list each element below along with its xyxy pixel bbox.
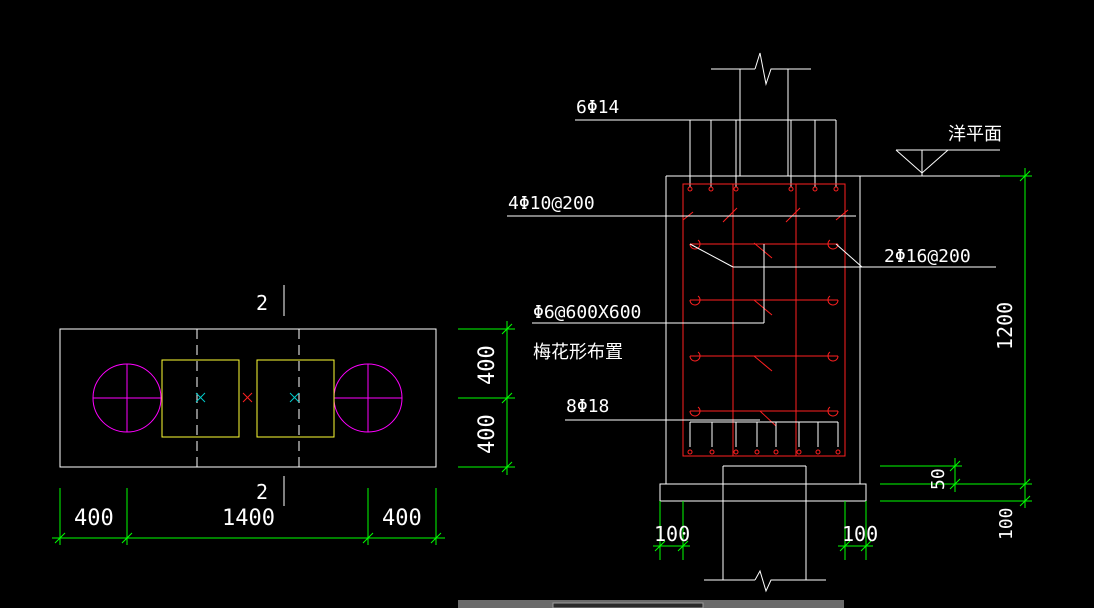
section-marker-bottom: 2 <box>256 480 268 504</box>
column-stub-bottom <box>704 465 826 593</box>
pile-right <box>333 363 403 433</box>
plan-dim-400-left: 400 <box>74 506 114 531</box>
column-stub-top <box>711 52 811 176</box>
bottom-bar-drops <box>689 421 839 447</box>
plan-view: 2 2 400 1400 400 400 400 <box>52 285 515 545</box>
label-bottom-bars: 8Φ18 <box>566 396 609 417</box>
pile-left <box>92 363 162 433</box>
plan-dim-400-upper: 400 <box>475 345 500 385</box>
dim-base-offset: 100 <box>996 507 1017 540</box>
column-left <box>161 359 240 438</box>
label-stirrups: 4Φ10@200 <box>508 193 595 214</box>
top-starter-bars <box>689 119 837 187</box>
dim-right-step: 100 <box>842 522 878 546</box>
section-dim-vertical <box>880 168 1032 508</box>
label-ground-level: 洋平面 <box>948 124 1002 145</box>
dim-left-step: 100 <box>654 522 690 546</box>
plan-dim-horizontal <box>52 488 445 545</box>
section-dim-steps <box>653 501 873 560</box>
column-right <box>256 359 335 438</box>
plan-outline <box>59 328 437 468</box>
dim-cover: 50 <box>928 468 949 490</box>
label-top-bars: 6Φ14 <box>576 97 619 118</box>
section-marker-top: 2 <box>256 291 268 315</box>
plan-dim-1400: 1400 <box>222 506 275 531</box>
dim-height: 1200 <box>993 302 1017 350</box>
cap-outline <box>659 175 1025 502</box>
plan-dim-400-lower: 400 <box>475 414 500 454</box>
section-view: 6Φ14 4Φ10@200 洋平面 2Φ16@200 Φ6@600X600 梅花… <box>507 52 1032 593</box>
label-tie-bars: Φ6@600X600 <box>533 302 641 323</box>
bottom-ui-strip <box>458 600 844 608</box>
center-mark-left <box>195 392 206 403</box>
rebar-cage <box>682 183 849 457</box>
center-mark-right <box>289 392 300 403</box>
leader-lines <box>507 119 996 421</box>
label-tie-layout: 梅花形布置 <box>533 342 623 363</box>
center-mark-middle <box>242 392 253 403</box>
label-side-bars: 2Φ16@200 <box>884 246 971 267</box>
plan-dim-vertical <box>458 321 515 475</box>
ground-level-symbol <box>895 149 1000 176</box>
plan-dim-400-right: 400 <box>382 506 422 531</box>
